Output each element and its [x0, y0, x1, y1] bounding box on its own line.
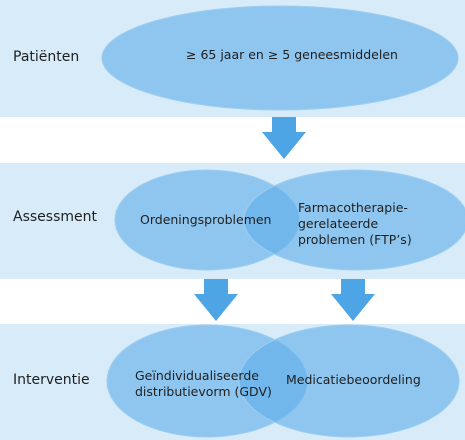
ellipse-ftp-text: Farmacotherapie-gerelateerde problemen (…: [298, 200, 412, 247]
row-label-interventie: Interventie: [13, 372, 90, 388]
ellipse-ordening-text: Ordeningsproblemen: [140, 212, 272, 227]
row-label-patienten: Patiënten: [13, 49, 80, 65]
arrow-down-icon: [262, 117, 306, 159]
ellipse-gdv-text: Geïndividualiseerde distributievorm (GDV…: [135, 368, 272, 399]
ellipse-medicatie: [238, 324, 460, 438]
ellipse-criteria: [101, 5, 459, 111]
ellipse-medicatie-text: Medicatiebeoordeling: [286, 372, 421, 387]
ellipse-ftp: [243, 169, 465, 271]
row-label-assessment: Assessment: [13, 209, 97, 225]
arrow-down-icon: [194, 279, 238, 321]
ellipse-criteria-text: ≥ 65 jaar en ≥ 5 geneesmiddelen: [186, 47, 398, 62]
arrow-down-icon: [331, 279, 375, 321]
